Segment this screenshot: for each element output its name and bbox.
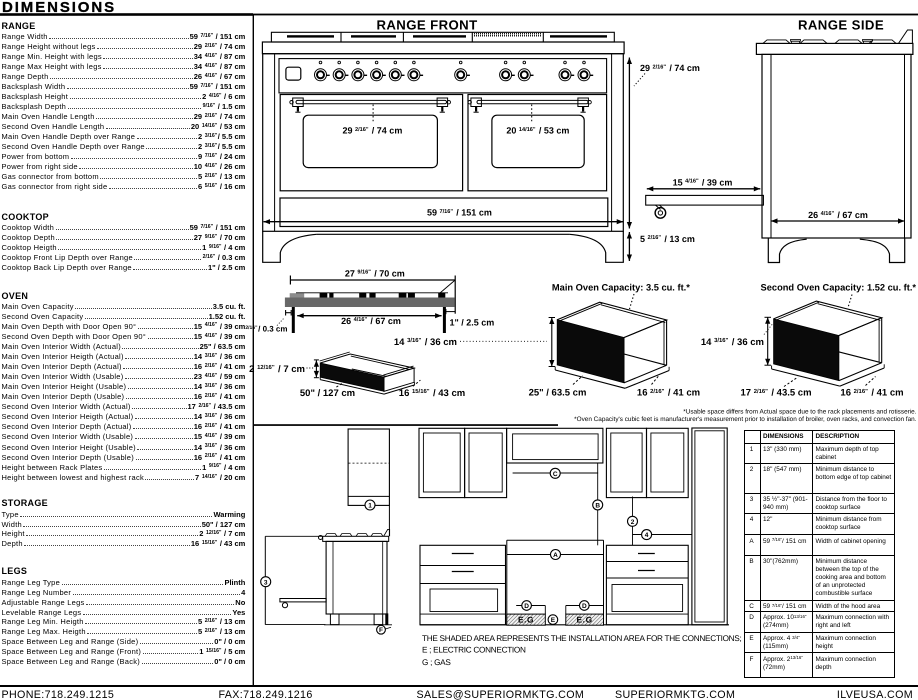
svg-text:3: 3 bbox=[264, 579, 268, 586]
svg-text:25" / 63.5 cm: 25" / 63.5 cm bbox=[529, 388, 587, 399]
svg-text:16 2/16" / 41 cm: 16 2/16" / 41 cm bbox=[840, 388, 903, 399]
svg-text:29 2/16" / 74 cm: 29 2/16" / 74 cm bbox=[640, 63, 700, 73]
svg-text:50" / 127 cm: 50" / 127 cm bbox=[300, 388, 355, 399]
svg-text:14 3/16" / 36 cm: 14 3/16" / 36 cm bbox=[701, 337, 764, 348]
svg-text:2/16" / 0.3 cm: 2/16" / 0.3 cm bbox=[245, 325, 287, 334]
svg-text:15 4/16" / 39 cm: 15 4/16" / 39 cm bbox=[673, 177, 733, 187]
svg-text:E.G: E.G bbox=[577, 614, 593, 624]
svg-text:16 2/16" / 41 cm: 16 2/16" / 41 cm bbox=[637, 388, 700, 399]
svg-text:59 7/16" / 151 cm: 59 7/16" / 151 cm bbox=[427, 208, 492, 218]
svg-text:20 14/16" / 53 cm: 20 14/16" / 53 cm bbox=[506, 126, 569, 136]
svg-text:RANGE SIDE: RANGE SIDE bbox=[798, 18, 884, 33]
svg-text:Main Oven Capacity: 3.5 cu. ft: Main Oven Capacity: 3.5 cu. ft.* bbox=[552, 283, 690, 293]
svg-text:RANGE FRONT: RANGE FRONT bbox=[376, 18, 477, 33]
svg-text:17 2/16" / 43.5 cm: 17 2/16" / 43.5 cm bbox=[740, 388, 811, 399]
svg-text:B: B bbox=[595, 503, 600, 510]
svg-text:2 12/16" / 7 cm: 2 12/16" / 7 cm bbox=[249, 364, 305, 375]
svg-text:C: C bbox=[553, 471, 558, 478]
svg-text:29 2/16" / 74 cm: 29 2/16" / 74 cm bbox=[342, 126, 402, 136]
svg-text:F: F bbox=[379, 627, 383, 634]
svg-text:26 4/16" / 67 cm: 26 4/16" / 67 cm bbox=[808, 210, 868, 220]
svg-text:D: D bbox=[582, 603, 587, 610]
svg-text:1: 1 bbox=[368, 503, 372, 510]
svg-text:D: D bbox=[524, 603, 529, 610]
svg-text:E.G: E.G bbox=[518, 614, 534, 624]
svg-text:Second Oven Capacity: 1.52 cu.: Second Oven Capacity: 1.52 cu. ft.* bbox=[761, 283, 917, 293]
svg-text:26 4/16" / 67 cm: 26 4/16" / 67 cm bbox=[341, 316, 401, 326]
svg-text:1" / 2.5 cm: 1" / 2.5 cm bbox=[450, 318, 495, 328]
svg-text:A: A bbox=[553, 552, 558, 559]
svg-text:*Usable space differs from Act: *Usable space differs from Actual space … bbox=[683, 409, 916, 416]
svg-text:16 15/16" / 43 cm: 16 15/16" / 43 cm bbox=[399, 388, 465, 399]
svg-text:E: E bbox=[551, 617, 556, 624]
svg-text:*Oven Capacity's cubic feet is: *Oven Capacity's cubic feet is manufactu… bbox=[574, 416, 917, 423]
svg-text:THE SHADED AREA REPRESENTS THE: THE SHADED AREA REPRESENTS THE INSTALLAT… bbox=[422, 634, 741, 643]
svg-text:27 9/16" / 70 cm: 27 9/16" / 70 cm bbox=[345, 268, 405, 278]
svg-text:4: 4 bbox=[645, 532, 649, 539]
svg-text:2: 2 bbox=[631, 519, 635, 526]
svg-text:G ; GAS: G ; GAS bbox=[422, 658, 451, 667]
svg-text:E ; ELECTRIC CONNECTION: E ; ELECTRIC CONNECTION bbox=[422, 646, 526, 655]
svg-text:14 3/16" / 36 cm: 14 3/16" / 36 cm bbox=[394, 337, 457, 348]
svg-text:5 2/16" / 13 cm: 5 2/16" / 13 cm bbox=[640, 234, 695, 244]
